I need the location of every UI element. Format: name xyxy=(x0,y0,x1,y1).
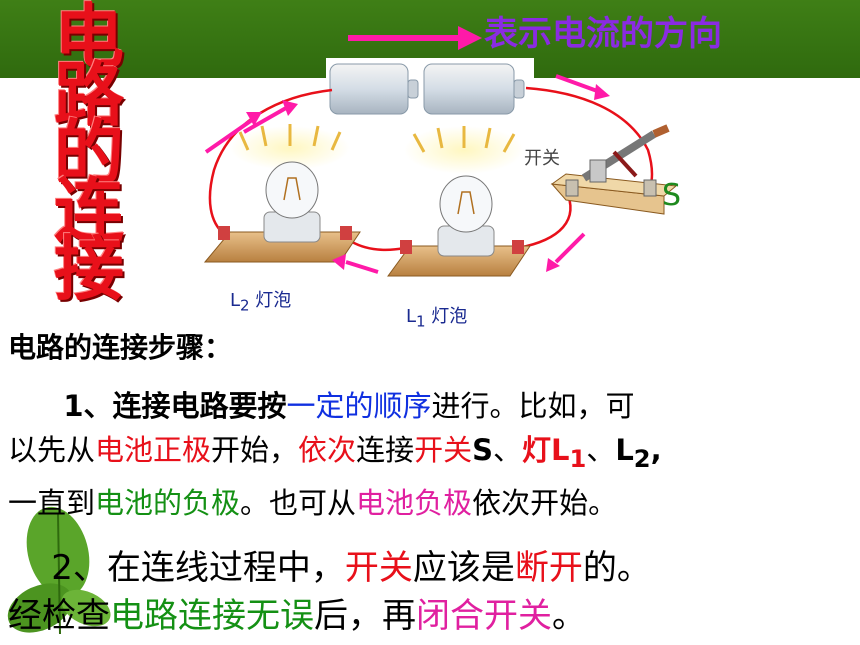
current-arrow-5 xyxy=(332,254,379,274)
title-char: 的 xyxy=(54,111,124,194)
wire-left xyxy=(208,88,333,235)
current-arrow-4 xyxy=(546,232,586,272)
step-2-line-1: 2、在连线过程中，开关应该是断开的。 xyxy=(51,548,651,588)
title-char: 接 xyxy=(54,227,124,310)
wire-switch-bulb1 xyxy=(517,189,572,250)
title-char: 电 xyxy=(54,0,124,78)
step-1-line-1: 1、连接电路要按一定的顺序进行。比如，可 xyxy=(63,389,635,423)
circuit-diagram xyxy=(203,26,678,277)
bulb-l2-label: L2 灯泡 xyxy=(230,290,292,315)
title-char: 连 xyxy=(54,169,124,252)
slide-title: 电 路 的 连 接 xyxy=(14,0,164,310)
legend-arrow xyxy=(348,26,482,50)
step-2-paragraph: 2、在连线过程中，开关应该是断开的。 经检查电路连接无误后，再闭合开关。 xyxy=(8,544,651,640)
step-2-line-2: 经检查电路连接无误后，再闭合开关。 xyxy=(8,596,586,636)
leaf-icon xyxy=(7,506,111,635)
current-arrow-1 xyxy=(204,112,262,154)
step-1-line-3: 一直到电池的负极。也可从电池负极依次开始。 xyxy=(8,485,618,520)
switch xyxy=(550,124,678,215)
bulb-l1-label: L1 灯泡 xyxy=(406,306,468,331)
title-char: 路 xyxy=(54,53,124,136)
legend-label: 表示电流的方向 xyxy=(484,14,722,54)
step-1-paragraph: 1、连接电路要按一定的顺序进行。比如，可 以先从电池正极开始，依次连接开关S、灯… xyxy=(8,384,662,525)
steps-title: 电路的连接步骤： xyxy=(8,331,233,364)
wire-right xyxy=(525,86,654,187)
battery-left xyxy=(326,58,420,118)
step-1-line-2: 以先从电池正极开始，依次连接开关S、灯L1、L2, xyxy=(8,433,662,473)
current-arrows xyxy=(204,74,610,274)
switch-label: 开关 xyxy=(524,148,560,169)
switch-symbol: S xyxy=(662,178,682,213)
current-arrow-2 xyxy=(243,100,298,134)
current-arrow-3 xyxy=(555,74,610,100)
bulb-l2 xyxy=(203,124,361,263)
battery-right xyxy=(420,58,534,118)
bulb-l1 xyxy=(387,126,531,277)
